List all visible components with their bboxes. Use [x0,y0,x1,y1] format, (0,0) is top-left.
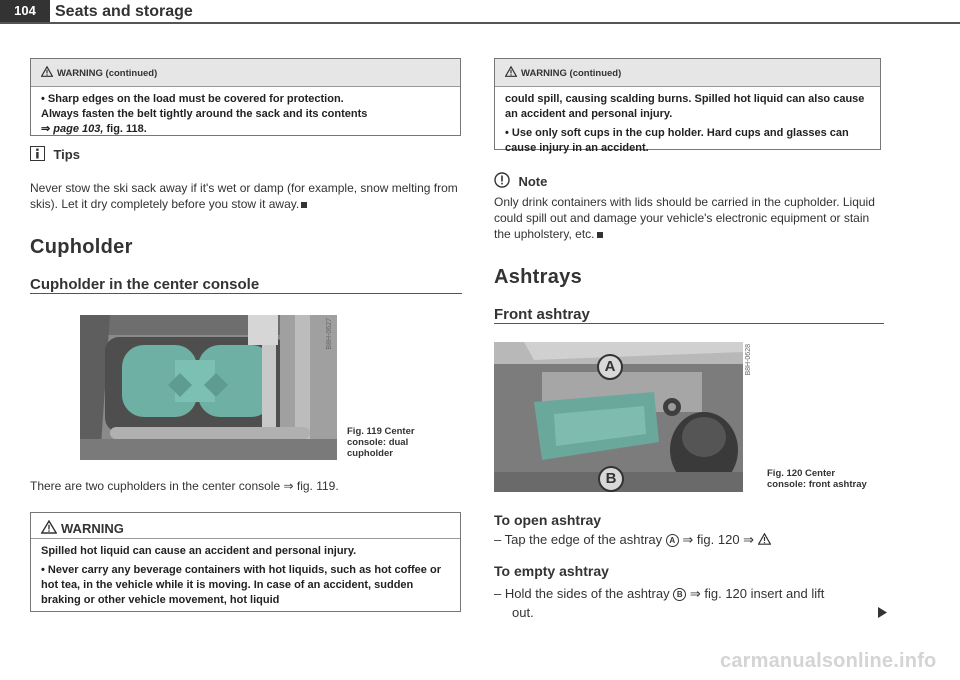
cupholder-heading: Cupholder [30,236,133,258]
warning-title: WARNING [61,521,124,536]
figure-code: B8H-0627 [326,318,333,350]
figure-caption: Fig. 120 Center console: front ashtray [767,468,867,490]
warning-icon [757,533,771,545]
warning-icon [41,66,53,77]
ashtray-subheading: Front ashtray [494,306,590,323]
section-title: Seats and storage [55,3,193,20]
ashtrays-heading: Ashtrays [494,266,582,288]
warning-line: • Use only soft cups in the cup holder. … [505,127,849,154]
page-number-box [0,0,50,22]
subheading-rule [30,293,462,294]
note-text: Only drink containers with lids should b… [494,195,875,241]
warning-line: Always fasten the belt tightly around th… [41,108,368,120]
page-number: 104 [14,3,36,18]
cupholder-text: There are two cupholders in the center c… [30,479,339,493]
tips-title: Tips [53,147,80,162]
callout-b: B [598,466,624,492]
tips-heading: Tips [30,146,80,164]
warning-line: • Sharp edges on the load must be covere… [41,93,344,105]
warning-line: could spill, causing scalding burns. Spi… [505,93,865,120]
warning-continued-title: WARNING (continued) [57,68,158,79]
fig-ref: fig. 118. [106,123,147,135]
continue-arrow-icon [878,607,887,618]
cupholder-illustration [80,315,337,460]
callout-a: A [597,354,623,380]
subheading-rule [494,323,884,324]
warning-continued-title: WARNING (continued) [521,68,622,79]
arrow-ref: ⇒ [41,123,51,135]
warning-header: WARNING [31,513,460,539]
figure-code: B8H-0628 [745,344,752,376]
warning-continued-box: WARNING (continued) could spill, causing… [494,58,881,154]
callout-ref-a: A [665,534,679,547]
warning-icon [41,520,57,534]
warning-continued-header: WARNING (continued) [495,59,880,87]
page-ref-link[interactable]: page 103, [53,123,104,135]
open-ashtray-step: – Tap the edge of the ashtray A ⇒ fig. 1… [494,532,775,548]
info-icon [30,146,45,161]
warning-icon [505,66,517,77]
warning-line: Spilled hot liquid can cause an accident… [41,545,357,557]
header-rule [0,22,960,24]
empty-ashtray-step: – Hold the sides of the ashtray B ⇒ fig.… [494,586,825,620]
callout-ref-b: B [673,588,687,601]
watermark: carmanualsonline.info [720,650,937,672]
figure-caption: Fig. 119 Center console: dual cupholder [347,426,415,459]
warning-box: WARNING Spilled hot liquid can cause an … [30,512,461,612]
warning-line: • Never carry any beverage containers wi… [41,564,441,606]
note-heading: Note [494,172,547,191]
warning-continued-box: WARNING (continued) • Sharp edges on the… [30,58,461,136]
exclamation-circle-icon [494,172,510,188]
cupholder-subheading: Cupholder in the center console [30,276,260,293]
empty-ashtray-heading: To empty ashtray [494,563,609,579]
end-mark [301,202,308,208]
figure-cupholder [80,315,337,460]
warning-continued-header: WARNING (continued) [31,59,460,87]
end-mark [596,232,603,238]
note-title: Note [518,174,548,189]
tips-text: Never stow the ski sack away if it's wet… [30,181,458,211]
open-ashtray-heading: To open ashtray [494,512,602,528]
figure-ashtray: A B [494,342,743,492]
